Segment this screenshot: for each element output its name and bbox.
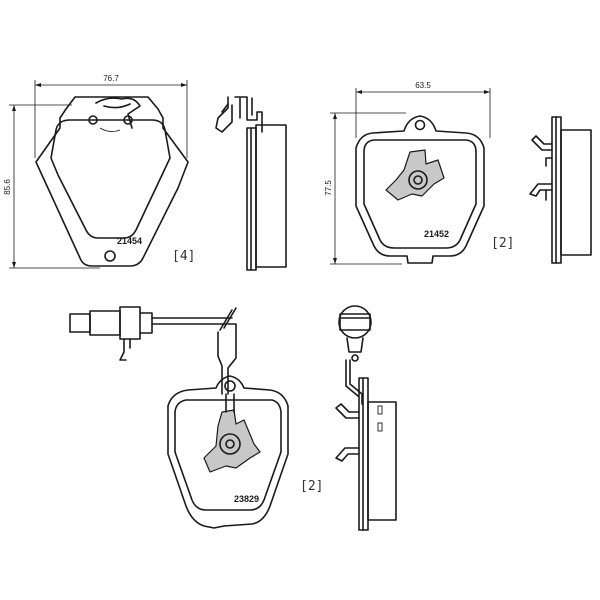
pad-2-front-view: 63.5 77.5 21452 — [324, 81, 491, 265]
pad-3-code: 23829 — [234, 494, 259, 504]
pad-1-code: 21454 — [117, 236, 142, 246]
pad-2-height-dimension: 77.5 — [324, 180, 333, 196]
wear-sensor-connector — [69, 306, 237, 395]
pad-1-quantity: [4] — [172, 249, 195, 264]
pad-1-side-view — [215, 96, 287, 271]
pad-3-quantity: [2] — [300, 479, 323, 494]
pad-2-side-view — [529, 116, 592, 264]
pad-1-height-dimension: 85.6 — [3, 179, 12, 195]
pad-2-width-dimension: 63.5 — [415, 81, 431, 90]
pad-1-front-view: 76.7 85.6 21454 — [3, 74, 189, 269]
pad-2-code: 21452 — [424, 229, 449, 239]
pad-1-width-dimension: 76.7 — [103, 74, 119, 83]
pad-3-side-view — [335, 305, 397, 531]
pad-3-front-view: 23829 — [167, 375, 289, 529]
pad-2-quantity: [2] — [491, 236, 514, 251]
